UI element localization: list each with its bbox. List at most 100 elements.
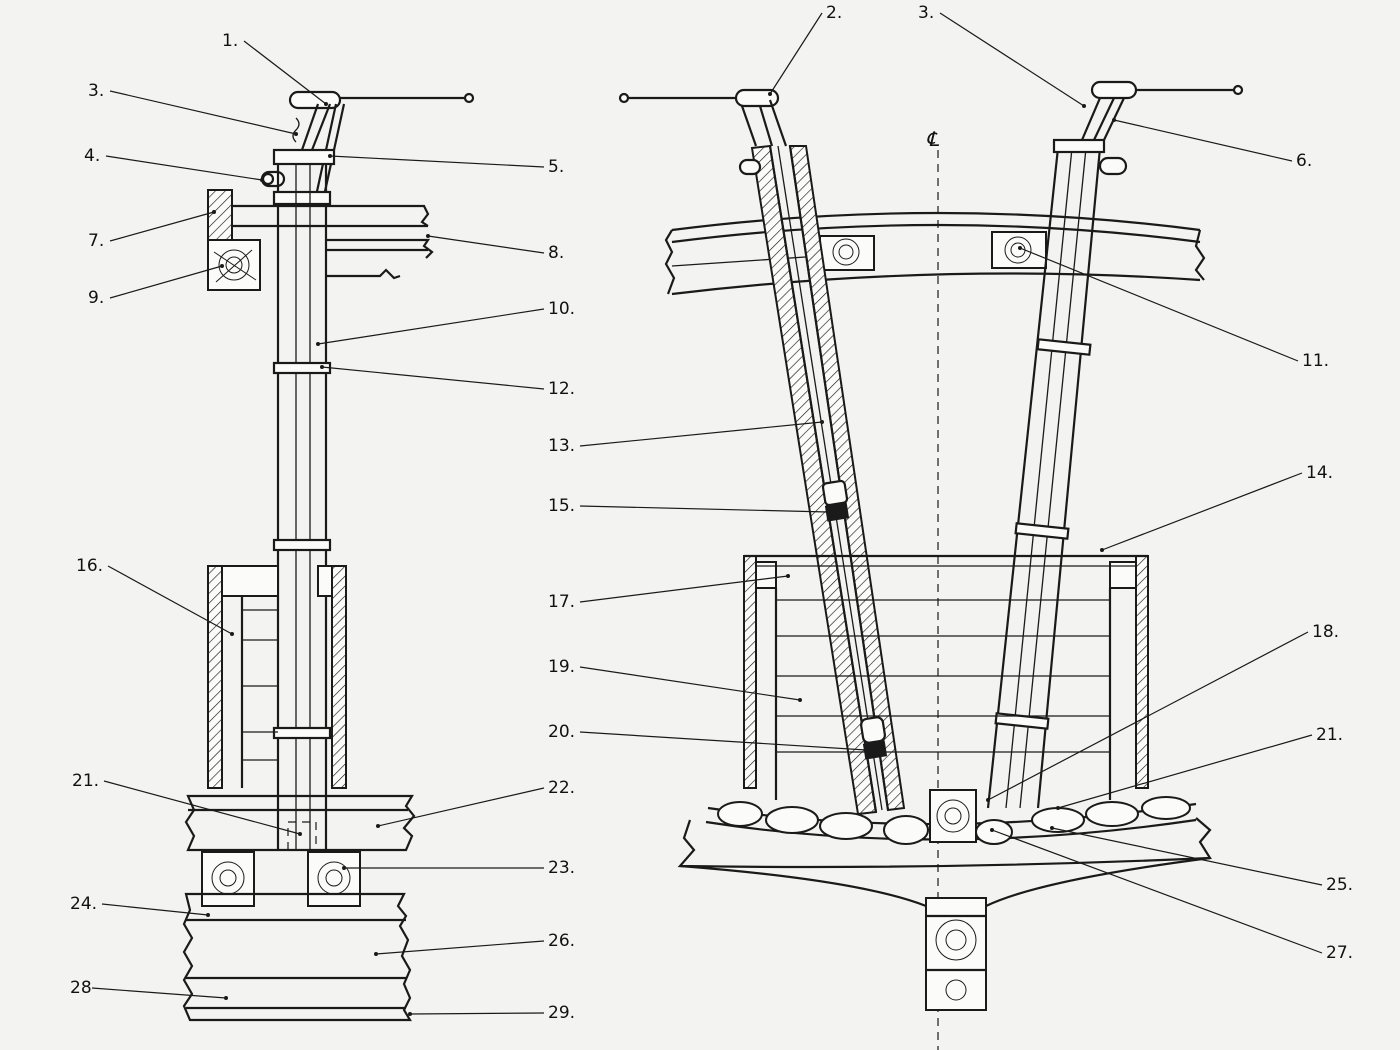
- leader-dot-l20: [864, 748, 868, 752]
- label-l12: 12.: [548, 379, 575, 399]
- leader-l24: [101, 903, 209, 916]
- band-3: [272, 726, 332, 740]
- leader-dot-l9: [220, 264, 224, 268]
- leader-dot-l21a: [298, 832, 302, 836]
- leader-dot-l28: [224, 996, 228, 1000]
- leader-dot-l6: [1112, 118, 1116, 122]
- leader-l21a: [103, 780, 301, 835]
- label-l25: 25.: [1326, 875, 1353, 895]
- leader-dot-l26: [374, 952, 378, 956]
- leader-dot-l22: [376, 824, 380, 828]
- leader-l12: [321, 366, 545, 390]
- centerline-symbol: ℄: [926, 127, 940, 151]
- label-l28: 28: [70, 978, 92, 998]
- leader-l3b: [939, 12, 1085, 107]
- leader-dot-l1: [324, 102, 328, 106]
- leader-l7: [109, 211, 215, 242]
- label-l3a: 3.: [88, 81, 104, 101]
- leader-dot-l14: [1100, 548, 1104, 552]
- leader-dot-l17: [786, 574, 790, 578]
- leader-l9: [109, 265, 223, 299]
- label-l22: 22.: [548, 778, 575, 798]
- label-l11: 11.: [1302, 351, 1329, 371]
- leader-dot-l2: [768, 92, 772, 96]
- leader-l2: [769, 12, 823, 95]
- leader-l10: [317, 308, 545, 345]
- leader-dot-l29: [408, 1012, 412, 1016]
- bracket-7: [207, 189, 233, 241]
- leader-dot-l3a: [294, 132, 298, 136]
- label-l13: 13.: [548, 436, 575, 456]
- label-l9: 9.: [88, 288, 104, 308]
- leader-l6: [1113, 119, 1293, 162]
- leader-dot-l4: [260, 178, 264, 182]
- label-l20: 20.: [548, 722, 575, 742]
- leader-l14: [1101, 472, 1303, 551]
- right-bottom: [677, 789, 1212, 1011]
- leader-l27: [991, 829, 1323, 954]
- leader-l4: [105, 155, 263, 181]
- left-post: [276, 164, 328, 850]
- left-inclined-post: [618, 88, 906, 816]
- label-l6: 6.: [1296, 151, 1312, 171]
- leader-l20: [579, 731, 867, 751]
- leader-l3a: [109, 90, 297, 135]
- label-l1: 1.: [222, 31, 238, 51]
- leader-l11: [1019, 247, 1299, 362]
- label-l14: 14.: [1306, 463, 1333, 483]
- right-inclined-post: [986, 80, 1244, 809]
- label-l17: 17.: [548, 592, 575, 612]
- label-l19: 19.: [548, 657, 575, 677]
- callout-labels: 1.3.4.5.7.8.9.10.12.13.15.16.17.19.20.21…: [70, 3, 1353, 1023]
- leader-dot-l8: [426, 234, 430, 238]
- label-l21a: 21.: [72, 771, 99, 791]
- leader-l28: [91, 987, 227, 999]
- label-l10: 10.: [548, 299, 575, 319]
- label-l18: 18.: [1312, 622, 1339, 642]
- leader-l26: [375, 940, 545, 955]
- left-tiller: [288, 90, 475, 197]
- label-l27: 27.: [1326, 943, 1353, 963]
- right-trunk: [743, 554, 1149, 800]
- leader-l15: [579, 505, 829, 513]
- leader-dot-l23: [342, 866, 346, 870]
- label-l2: 2.: [826, 3, 842, 23]
- leader-dot-l11: [1018, 246, 1022, 250]
- leader-l19: [579, 666, 801, 701]
- lower-collar: [272, 190, 332, 206]
- leader-l13: [579, 421, 823, 447]
- label-l3b: 3.: [918, 3, 934, 23]
- leader-dot-l25: [1050, 826, 1054, 830]
- leader-l25: [1051, 827, 1323, 886]
- label-l26: 26.: [548, 931, 575, 951]
- leader-dot-l15: [826, 510, 830, 514]
- leader-dot-l16: [230, 632, 234, 636]
- label-l7: 7.: [88, 231, 104, 251]
- leader-dot-l18: [986, 798, 990, 802]
- label-l15: 15.: [548, 496, 575, 516]
- leader-dot-l12: [320, 365, 324, 369]
- leader-l17: [579, 575, 789, 603]
- label-l24: 24.: [70, 894, 97, 914]
- upper-collar: [272, 148, 336, 166]
- leader-dot-l5: [328, 154, 332, 158]
- label-l23: 23.: [548, 858, 575, 878]
- left-elevation-view: [182, 90, 475, 1022]
- band-2: [272, 538, 332, 552]
- leader-dot-l7: [212, 210, 216, 214]
- label-l21b: 21.: [1316, 725, 1343, 745]
- floor-block-right: [307, 851, 361, 907]
- label-l5: 5.: [548, 157, 564, 177]
- right-section-view: ℄: [618, 80, 1244, 1050]
- leader-l22: [377, 787, 545, 827]
- leader-dot-l21b: [1056, 806, 1060, 810]
- leader-dot-l19: [798, 698, 802, 702]
- leader-dot-l27: [990, 828, 994, 832]
- leader-l21b: [1057, 734, 1313, 809]
- floor-block-left: [201, 851, 255, 907]
- left-deck: [207, 189, 434, 291]
- leader-dot-l3b: [1082, 104, 1086, 108]
- left-step: [184, 794, 416, 852]
